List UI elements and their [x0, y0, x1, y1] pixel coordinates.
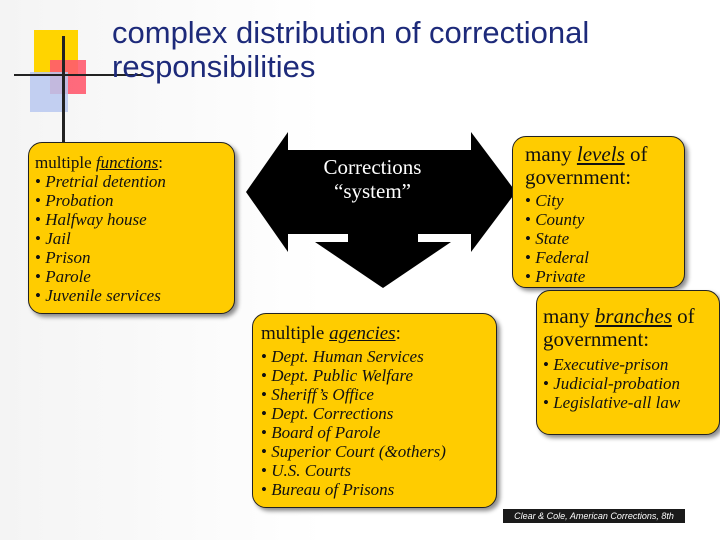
levels-list: City County State Federal Private — [525, 191, 676, 286]
branches-box: many branches of government: Executive-p… — [536, 290, 720, 435]
list-item: Jail — [35, 229, 228, 248]
functions-prefix: multiple — [35, 153, 96, 172]
levels-prefix: many — [525, 142, 577, 166]
list-item: Federal — [525, 248, 676, 267]
functions-heading: multiple functions: — [35, 153, 228, 172]
branches-heading: many branches of government: — [543, 305, 715, 351]
agencies-list: Dept. Human Services Dept. Public Welfar… — [261, 347, 488, 499]
list-item: Private — [525, 267, 676, 286]
branches-keyword: branches — [594, 304, 672, 328]
agencies-heading: multiple agencies: — [261, 324, 488, 343]
branches-prefix: many — [543, 304, 595, 328]
corrections-line2: “system” — [334, 179, 411, 203]
functions-box: multiple functions: Pretrial detention P… — [28, 142, 235, 314]
agencies-keyword: agencies — [329, 323, 396, 344]
levels-heading: many levels of government: — [525, 143, 676, 189]
list-item: City — [525, 191, 676, 210]
functions-list: Pretrial detention Probation Halfway hou… — [35, 172, 228, 305]
logo-blue-square — [30, 72, 68, 112]
agencies-prefix: multiple — [261, 323, 330, 344]
three-way-arrow — [246, 132, 516, 288]
list-item: Probation — [35, 191, 228, 210]
corrections-line1: Corrections — [323, 155, 422, 179]
list-item: Dept. Human Services — [261, 347, 488, 366]
levels-keyword: levels — [576, 142, 625, 166]
list-item: Bureau of Prisons — [261, 480, 488, 499]
list-item: Executive-prison — [543, 355, 715, 374]
functions-suffix: : — [158, 153, 163, 172]
list-item: Judicial-probation — [543, 374, 715, 393]
list-item: Dept. Public Welfare — [261, 366, 488, 385]
logo-horizontal-line — [14, 74, 142, 76]
source-credit: Clear & Cole, American Corrections, 8th — [503, 509, 685, 523]
branches-list: Executive-prison Judicial-probation Legi… — [543, 355, 715, 412]
list-item: U.S. Courts — [261, 461, 488, 480]
list-item: Juvenile services — [35, 286, 228, 305]
levels-box: many levels of government: City County S… — [512, 136, 685, 288]
list-item: Superior Court (&others) — [261, 442, 488, 461]
list-item: Pretrial detention — [35, 172, 228, 191]
slide-title: complex distribution of correctional res… — [112, 15, 590, 84]
list-item: Board of Parole — [261, 423, 488, 442]
corrections-system-label: Corrections “system” — [300, 155, 445, 203]
list-item: Legislative-all law — [543, 393, 715, 412]
list-item: Sheriff’s Office — [261, 385, 488, 404]
list-item: Prison — [35, 248, 228, 267]
agencies-suffix: : — [395, 323, 401, 344]
logo-vertical-line — [62, 36, 65, 144]
functions-keyword: functions — [95, 153, 159, 172]
arrow-shape — [246, 132, 516, 288]
list-item: Halfway house — [35, 210, 228, 229]
list-item: Dept. Corrections — [261, 404, 488, 423]
levels-suffix: of government: — [525, 142, 648, 189]
agencies-box: multiple agencies: Dept. Human Services … — [252, 313, 497, 508]
list-item: Parole — [35, 267, 228, 286]
list-item: State — [525, 229, 676, 248]
branches-suffix: of government: — [543, 304, 695, 351]
list-item: County — [525, 210, 676, 229]
